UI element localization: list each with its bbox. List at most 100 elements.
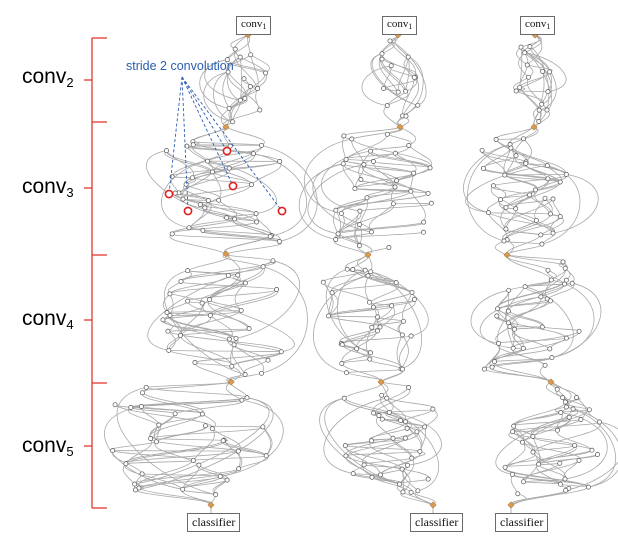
graph-1-edge-278 (116, 387, 216, 495)
graph-1-edge-247 (154, 441, 200, 466)
graph-3-edge-207 (550, 381, 572, 403)
graph-3-node-24 (563, 171, 569, 177)
graph-1-node-52 (242, 280, 248, 286)
graph-2-edge-262 (319, 397, 400, 485)
graph-2-edge-243 (399, 457, 415, 485)
graph-3-stage-junction-3 (547, 378, 555, 386)
graph-1-node-70 (278, 349, 284, 355)
graph-1-node-30 (172, 190, 178, 196)
graph-1-edge-117 (145, 150, 227, 219)
graph-1-node-107 (213, 492, 219, 498)
graph-2-node-35 (333, 207, 339, 213)
graph-1-node-105 (180, 486, 186, 492)
graph-2-edge-264 (389, 412, 442, 466)
graph-1-edge-34 (199, 59, 230, 109)
graph-2-node-15 (341, 133, 347, 139)
graph-3-edge-81 (491, 185, 530, 196)
graph-2-node-3 (379, 56, 385, 62)
graph-1-edge-18 (222, 71, 230, 109)
graph-2-stage-junction-1 (396, 123, 404, 131)
graph-1-edge-39 (225, 241, 282, 255)
graph-2-node-81 (386, 409, 392, 415)
graph-3-edge-94 (498, 199, 554, 234)
graph-1-node-67 (226, 336, 232, 342)
stride-annotation-label: stride 2 convolution (126, 59, 234, 73)
graph-1-edge-280 (104, 406, 183, 490)
graph-2-edge-190 (343, 381, 382, 399)
graph-1-edge-12 (250, 54, 259, 89)
graph-1-edge-171 (162, 319, 235, 345)
graph-3-node-102 (520, 479, 526, 485)
graph-2-node-77 (379, 392, 385, 398)
graph-2-node-87 (422, 424, 428, 430)
graph-2-edge-167 (396, 334, 403, 370)
graph-3-node-27 (557, 179, 563, 185)
graph-3-node-58 (495, 306, 500, 312)
graph-1-edge-72 (181, 171, 213, 200)
network-graph-3 (463, 30, 618, 513)
graph-1-node-76 (143, 384, 149, 390)
graph-3-node-9 (545, 89, 551, 95)
graph-1-edge-173 (162, 319, 237, 339)
graph-3-node-103 (557, 481, 563, 487)
graph-2-node-62 (377, 324, 383, 330)
graph-3-edge-199 (551, 279, 595, 358)
graph-3-edge-35 (524, 52, 557, 111)
graph-2-node-70 (368, 350, 374, 356)
graph-1-edge-198 (169, 293, 295, 353)
graph-1-node-23 (226, 165, 232, 171)
graph-1-node-53 (274, 287, 280, 292)
graph-1-edge-60 (164, 150, 213, 173)
graph-1-node-54 (167, 291, 173, 297)
graph-3-node-91 (519, 439, 525, 445)
graph-3-node-23 (480, 165, 486, 171)
graph-1-node-98 (196, 462, 202, 468)
graph-1-edge-124 (187, 253, 229, 271)
graph-1-node-78 (244, 395, 250, 401)
graph-3-edge-197 (551, 282, 602, 358)
graph-3-node-2 (522, 50, 528, 56)
graph-1-node-60 (207, 312, 213, 318)
graph-1-node-47 (260, 264, 266, 270)
graph-2-node-8 (403, 88, 408, 94)
graph-2-node-63 (369, 324, 375, 330)
graph-2-node-39 (357, 222, 363, 227)
graph-1-node-56 (185, 298, 191, 304)
graph-3-edge-26 (519, 87, 541, 122)
graph-1-edge-36 (204, 59, 241, 101)
graph-1-edge-115 (207, 160, 277, 214)
graph-1-node-35 (202, 205, 208, 211)
graph-3-edge-41 (509, 126, 539, 145)
graph-3-node-33 (498, 197, 503, 203)
graph-3-node-64 (512, 326, 517, 332)
graph-1-node-51 (178, 278, 184, 284)
graph-3-edge-196 (525, 286, 574, 358)
graph-1-node-61 (167, 312, 173, 318)
graph-3-edge-11 (516, 46, 528, 66)
graph-2-node-68 (339, 342, 345, 348)
stage-label-conv3: conv3 (22, 175, 74, 200)
graph-1-edge-118 (261, 145, 318, 242)
graph-1-node-7 (247, 84, 253, 89)
graph-1-node-86 (202, 423, 208, 429)
graph-3-node-59 (505, 308, 511, 314)
graph-2-node-79 (341, 395, 347, 401)
graph-3-node-35 (513, 206, 519, 212)
graph-3-node-94 (530, 449, 536, 455)
graph-3-node-39 (533, 217, 539, 223)
graph-1-node-1 (248, 52, 254, 58)
graph-2-node-47 (350, 267, 356, 272)
graph-1-edge-259 (124, 463, 184, 490)
graph-1-stage-junction-1 (222, 123, 230, 131)
graph-2-node-101 (377, 472, 383, 478)
graph-1-node-8 (255, 86, 261, 91)
graph-1-node-83 (172, 411, 178, 417)
graph-1-edge-32 (228, 99, 241, 123)
graph-2-node-83 (376, 413, 382, 418)
graph-1-node-33 (205, 198, 211, 203)
graph-1-node-92 (153, 439, 159, 445)
graph-1-edge-45 (169, 233, 227, 255)
graph-1-edge-193 (194, 362, 232, 367)
graph-3-node-19 (513, 153, 519, 159)
graph-1-node-59 (164, 310, 170, 316)
